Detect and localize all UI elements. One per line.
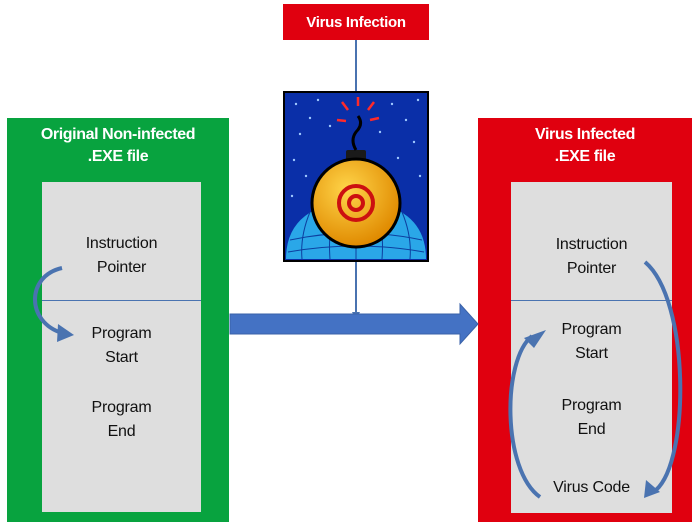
original-exe-title-line1: Original Non-infected	[40, 126, 196, 143]
program-end-text: Program End	[511, 394, 672, 442]
end-line2: End	[577, 421, 606, 438]
start-line2: Start	[575, 345, 608, 362]
virus-infection-label: Virus Infection	[283, 4, 429, 40]
return-to-start-arrow	[508, 334, 542, 499]
instruction-line2: Pointer	[96, 259, 147, 276]
infected-exe-title: Virus Infected .EXE file	[478, 124, 692, 168]
end-line2: End	[107, 423, 136, 440]
original-exe-title-line2: .EXE file	[87, 148, 149, 165]
section-divider	[511, 300, 672, 301]
virus-code-text: Virus Code	[553, 479, 630, 496]
infection-flow-arrow	[229, 302, 479, 346]
instruction-line1: Instruction	[555, 236, 628, 253]
jump-to-virus-arrowhead	[644, 480, 660, 498]
jump-to-virus-arrow	[643, 260, 683, 492]
program-start-text: Program Start	[42, 322, 201, 370]
original-exe-title: Original Non-infected .EXE file	[7, 124, 229, 168]
virus-infection-text: Virus Infection	[306, 13, 406, 31]
infected-exe-body: Instruction Pointer Program Start Progra…	[511, 182, 672, 513]
return-to-start-arrowhead	[524, 330, 546, 348]
infected-exe-panel: Virus Infected .EXE file Instruction Poi…	[478, 118, 692, 522]
jump-to-start-arrowhead	[57, 324, 74, 342]
end-line1: Program	[91, 399, 152, 416]
start-line1: Program	[91, 325, 152, 342]
original-exe-body: Instruction Pointer Program Start Progra…	[42, 182, 201, 512]
instruction-pointer-text: Instruction Pointer	[511, 233, 672, 281]
infected-exe-title-line1: Virus Infected	[535, 126, 635, 143]
section-divider	[42, 300, 201, 301]
start-line2: Start	[105, 349, 138, 366]
program-end-text: Program End	[42, 396, 201, 444]
instruction-line1: Instruction	[85, 235, 158, 252]
start-line1: Program	[561, 321, 622, 338]
infected-exe-title-line2: .EXE file	[554, 148, 616, 165]
instruction-line2: Pointer	[566, 260, 617, 277]
jump-to-start-arrow	[33, 266, 63, 335]
end-line1: Program	[561, 397, 622, 414]
program-start-text: Program Start	[511, 318, 672, 366]
instruction-pointer-text: Instruction Pointer	[42, 232, 201, 280]
bomb-at-sign-icon	[283, 91, 429, 262]
